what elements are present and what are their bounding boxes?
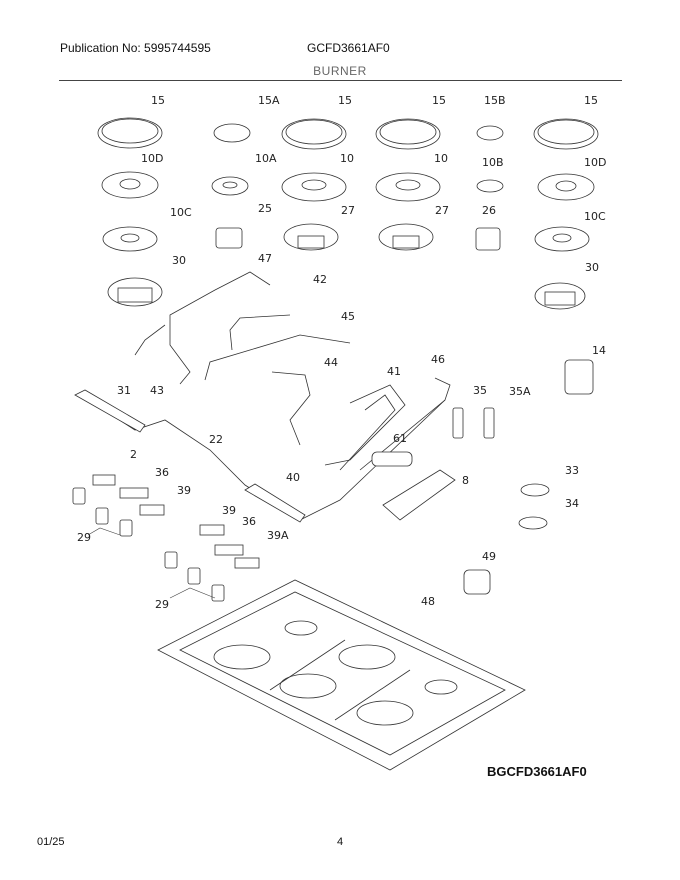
callout-label: 61 [393,432,407,445]
callout-labels: 15 15A 15 15 15B 15 10D 10A 10 10 10B 10… [77,94,606,611]
callout-label: 42 [313,273,327,286]
callout-label: 39A [267,529,289,542]
publication-number: Publication No: 5995744595 [60,41,211,55]
callout-label: 29 [155,598,169,611]
callout-label: 43 [150,384,164,397]
callout-label: 27 [341,204,355,217]
valves-and-parts [72,359,594,602]
callout-label: 41 [387,365,401,378]
callout-label: 30 [172,254,186,267]
page-number: 4 [337,836,344,848]
callout-label: 14 [592,344,606,357]
callout-label: 15 [432,94,446,107]
callout-label: 15 [151,94,165,107]
burner-bases [102,223,590,310]
section-title: BURNER [313,64,367,78]
callout-label: 46 [431,353,445,366]
callout-label: 26 [482,204,496,217]
callout-label: 10A [255,152,277,165]
footer-date: 01/25 [37,836,65,848]
callout-label: 8 [462,474,469,487]
callout-label: 39 [177,484,191,497]
callout-label: 29 [77,531,91,544]
callout-label: 30 [585,261,599,274]
callout-label: 15B [484,94,506,107]
callout-label: 47 [258,252,272,265]
callout-label: 10 [340,152,354,165]
header-divider [59,80,622,81]
callout-label: 22 [209,433,223,446]
gas-tubes [84,271,451,521]
callout-label: 31 [117,384,131,397]
cooktop-tray [157,579,526,771]
callout-label: 2 [130,448,137,461]
callout-label: 45 [341,310,355,323]
callout-label: 36 [242,515,256,528]
burner-caps [97,117,599,150]
diagram-code: BGCFD3661AF0 [487,764,587,779]
callout-label: 10D [584,156,606,169]
burner-heads [101,171,595,202]
callout-label: 33 [565,464,579,477]
callout-label: 15A [258,94,280,107]
callout-label: 36 [155,466,169,479]
callout-label: 48 [421,595,435,608]
callout-label: 25 [258,202,272,215]
callout-label: 10 [434,152,448,165]
callout-label: 39 [222,504,236,517]
callout-label: 10C [170,206,192,219]
callout-label: 35 [473,384,487,397]
callout-label: 10C [584,210,606,223]
callout-label: 10D [141,152,163,165]
callout-label: 34 [565,497,579,510]
callout-label: 15 [584,94,598,107]
callout-label: 49 [482,550,496,563]
callout-label: 10B [482,156,504,169]
model-number: GCFD3661AF0 [307,41,390,55]
callout-label: 27 [435,204,449,217]
callout-label: 40 [286,471,300,484]
callout-label: 35A [509,385,531,398]
callout-label: 44 [324,356,338,369]
callout-label: 15 [338,94,352,107]
